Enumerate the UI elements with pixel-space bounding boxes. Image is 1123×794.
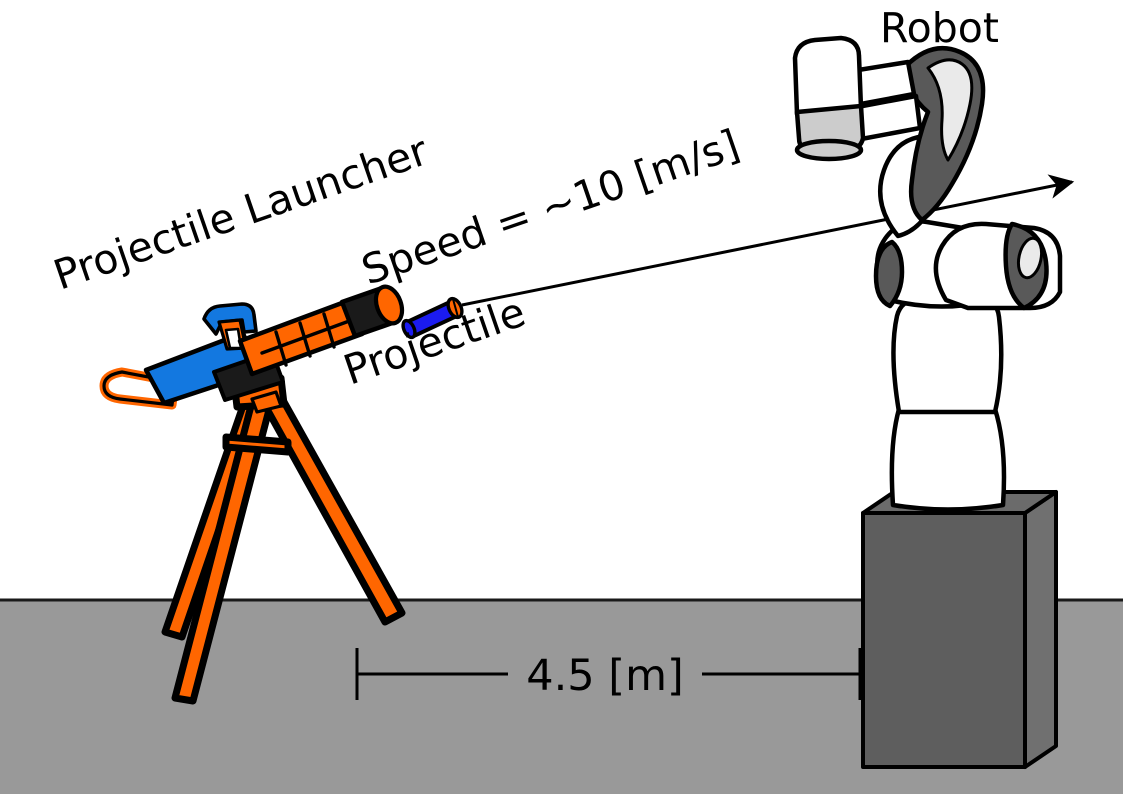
distance-label: 4.5 [m]	[526, 651, 684, 701]
robot-end-effector-face	[794, 138, 864, 162]
projectile-launcher	[99, 284, 405, 414]
robot-arm	[792, 35, 1063, 512]
robot-label: Robot	[880, 4, 999, 52]
launcher-muzzle-cap	[373, 284, 405, 326]
projectile-tail	[401, 318, 417, 340]
launcher-stock-loop-outline	[102, 370, 177, 407]
robot-upper-joint-highlight	[926, 58, 974, 162]
robot-joint-highlight-right	[1016, 236, 1044, 280]
tripod	[161, 374, 406, 705]
trajectory-arrow	[461, 174, 1075, 307]
launcher-barrel-ribs	[260, 312, 354, 367]
robot-end-effector-body	[792, 35, 864, 117]
tripod-brace	[222, 433, 292, 456]
launcher-trigger-guard	[250, 390, 283, 414]
distance-dimension	[355, 648, 862, 700]
projectile-label: Projectile	[338, 288, 532, 395]
robot-joint-cap-left	[873, 239, 905, 309]
launcher-handle	[202, 302, 258, 336]
projectile	[401, 296, 464, 340]
robot-pedestal	[861, 490, 1058, 769]
robot-base-link	[889, 406, 1007, 512]
projectile-tip-detail	[452, 298, 459, 318]
